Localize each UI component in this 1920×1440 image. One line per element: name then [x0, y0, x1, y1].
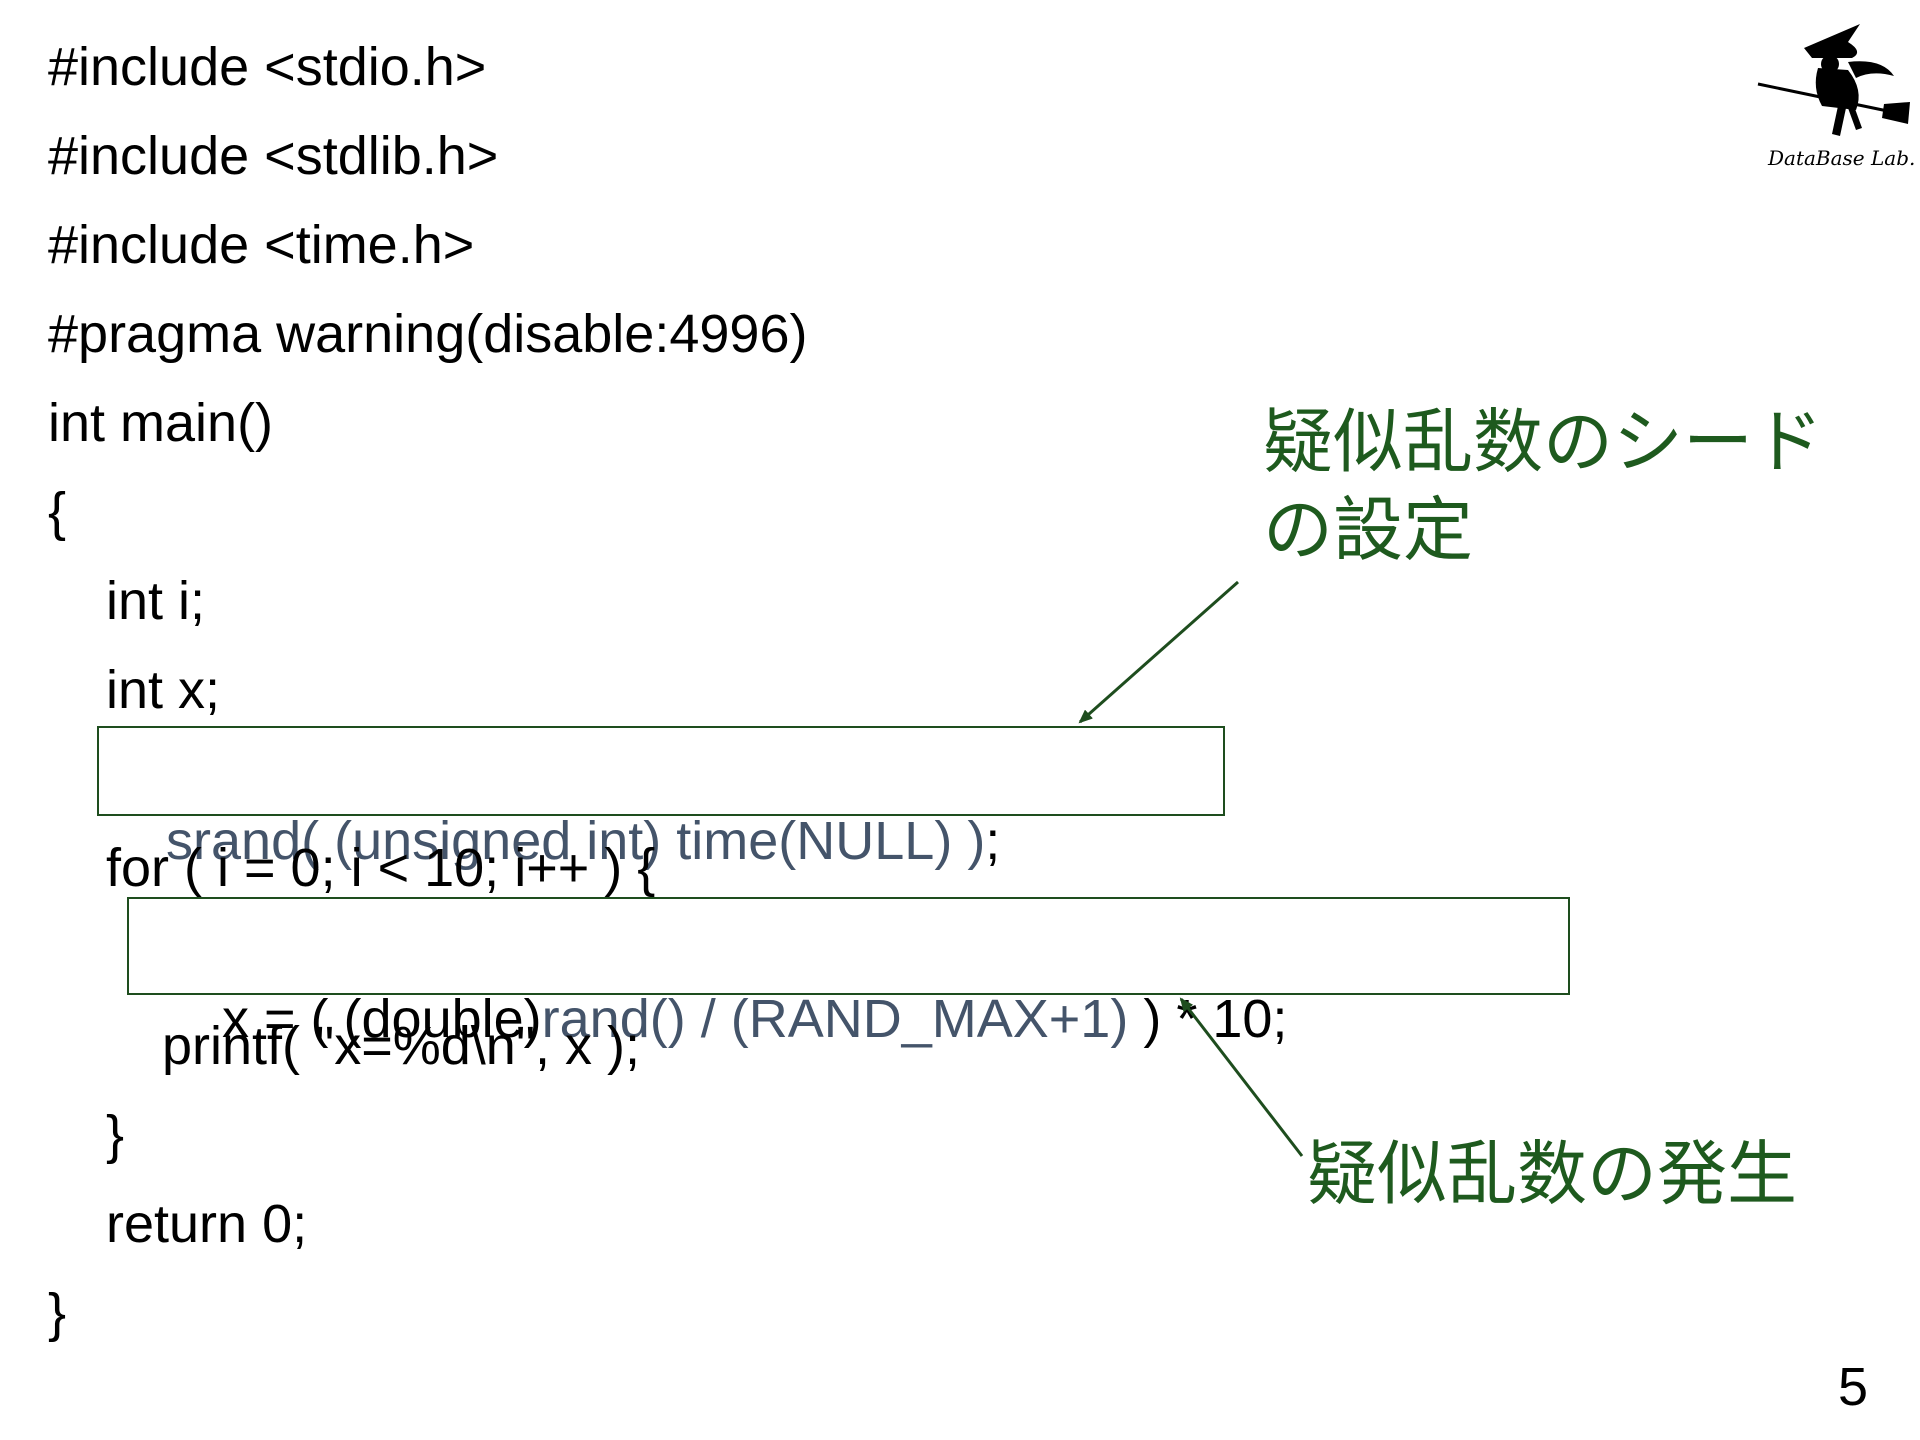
seed-annotation-line2: の設定: [1263, 489, 1473, 571]
seed-annotation-line1: 疑似乱数のシード: [1263, 401, 1823, 483]
code-line-close-main: }: [48, 1283, 67, 1343]
code-line-int-x: int x;: [106, 660, 221, 720]
code-line-return: return 0;: [106, 1194, 308, 1254]
code-line-include-time: #include <time.h>: [48, 215, 475, 275]
code-line-pragma: #pragma warning(disable:4996): [48, 304, 808, 364]
rand-prefix: x = ( (double): [222, 989, 542, 1049]
generate-annotation: 疑似乱数の発生: [1307, 1133, 1797, 1215]
code-line-include-stdlib: #include <stdlib.h>: [48, 126, 499, 186]
page-number: 5: [1837, 1357, 1868, 1417]
code-line-include-stdio: #include <stdio.h>: [48, 37, 487, 97]
rand-highlight-box: [127, 897, 1570, 995]
witch-logo-icon: [1757, 24, 1910, 136]
code-line-rand: x = ( (double)rand() / (RAND_MAX+1) ) * …: [162, 926, 1287, 1112]
logo-text: DataBase Lab.: [1768, 146, 1916, 170]
srand-semicolon: ;: [985, 811, 1001, 871]
srand-highlight-box: [97, 726, 1225, 816]
code-line-main: int main(): [48, 393, 274, 453]
code-line-printf: printf( "x=%d\n", x );: [162, 1016, 640, 1076]
code-line-for: for ( i = 0; i < 10; i++ ) {: [106, 838, 656, 898]
rand-expression: rand() / (RAND_MAX+1): [541, 989, 1129, 1049]
seed-arrow: [1078, 580, 1239, 724]
code-line-srand: srand( (unsigned int) time(NULL) );: [106, 748, 1000, 934]
srand-call: srand( (unsigned int) time(NULL) ): [166, 811, 986, 871]
code-line-close-for: }: [106, 1105, 125, 1165]
code-line-int-i: int i;: [106, 571, 206, 631]
code-line-open-brace: {: [48, 482, 67, 542]
generate-arrow: [1179, 997, 1304, 1157]
